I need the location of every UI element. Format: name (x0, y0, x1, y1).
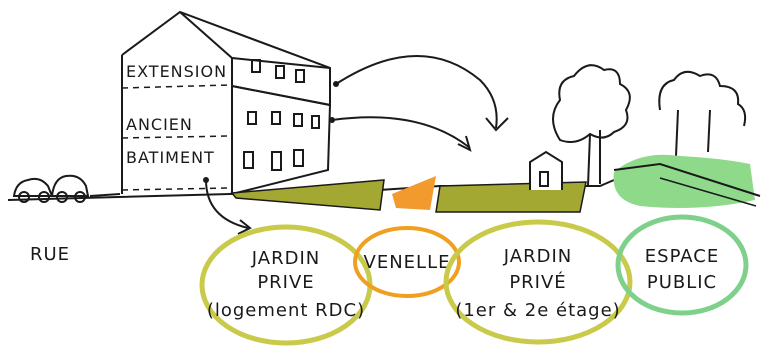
arrow-origin-dot-2 (329, 117, 335, 123)
zone-espace-public-outline (615, 214, 749, 316)
label-batiment: BATIMENT (126, 148, 215, 167)
label-extension: EXTENSION (126, 62, 227, 81)
zone-jardin-rdc-line3: (logement RDC) (207, 300, 365, 321)
zone-venelle-outline (353, 226, 461, 298)
building (121, 10, 332, 195)
car-icon-2 (50, 174, 90, 203)
arrow-origin-dot (333, 81, 339, 87)
floor-divider-3 (121, 187, 231, 191)
curb-line (89, 193, 121, 197)
relocation-arrow (335, 55, 498, 129)
lane-fill (392, 176, 436, 210)
tree-icon-2 (658, 70, 747, 157)
relocation-arrow-2 (331, 116, 471, 149)
ground-arrow (205, 179, 249, 229)
zone-jardin-rdc-line2: PRIVE (257, 272, 314, 293)
floor-divider-2 (121, 135, 231, 139)
zone-jardin-etages-line2: PRIVÉ (509, 271, 566, 293)
public-path-line-2 (659, 177, 757, 207)
car-icon (12, 177, 54, 203)
relocation-arrow-head (485, 117, 509, 132)
shed-icon (529, 150, 563, 190)
floor-divider-1 (121, 84, 231, 89)
zone-jardin-etages-line1: JARDIN (503, 246, 572, 267)
label-rue: RUE (30, 244, 70, 265)
ground-arrow-head (237, 219, 252, 235)
windows (243, 59, 320, 171)
tree-icon (552, 64, 631, 187)
relocation-arrow-2-head (457, 135, 472, 152)
zone-espace-public-line1: ESPACE (645, 246, 719, 267)
zone-espace-public-line2: PUBLIC (647, 272, 717, 293)
label-ancien: ANCIEN (126, 115, 193, 134)
zone-jardin-rdc-line1: JARDIN (251, 248, 320, 269)
ground-arrow-dot (203, 177, 209, 183)
public-path-line (613, 162, 761, 197)
zone-venelle-label: VENELLE (364, 252, 451, 273)
garden-etages-fill (435, 181, 587, 213)
zone-jardin-etages-outline (443, 219, 633, 345)
zone-jardin-etages-line3: (1er & 2e étage) (455, 300, 620, 321)
garden-rdc-fill (230, 179, 385, 211)
